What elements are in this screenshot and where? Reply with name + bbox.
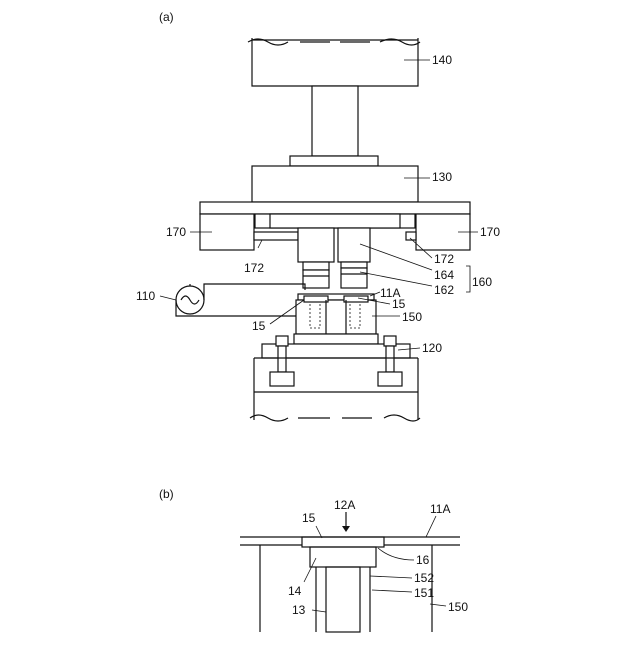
actuator-140: [248, 38, 420, 166]
label-162: 162: [434, 283, 454, 297]
label-120: 120: [422, 341, 442, 355]
label-15-right: 15: [392, 297, 406, 311]
label-b-15: 15: [302, 511, 316, 525]
label-15-left: 15: [252, 319, 266, 333]
label-164: 164: [434, 268, 454, 282]
label-b-14: 14: [288, 584, 302, 598]
label-b-13: 13: [292, 603, 306, 617]
label-b-152: 152: [414, 571, 434, 585]
ac-source-110: [176, 284, 305, 316]
caption-b: (b): [159, 487, 174, 501]
head-block-130: [252, 166, 418, 202]
label-b-12A: 12A: [334, 498, 355, 512]
label-130: 130: [432, 170, 452, 184]
label-110: 110: [136, 289, 155, 303]
arm-172: [254, 232, 416, 240]
label-160: 160: [472, 275, 492, 289]
tool-assembly-160: [298, 228, 370, 288]
label-b-16: 16: [416, 553, 430, 567]
label-170-right: 170: [480, 225, 500, 239]
label-140: 140: [432, 53, 452, 67]
label-150: 150: [402, 310, 422, 324]
label-b-11A: 11A: [430, 502, 450, 516]
workpiece-150: [294, 294, 378, 344]
label-172-right: 172: [434, 252, 454, 266]
label-b-150: 150: [448, 600, 468, 614]
caption-a: (a): [159, 10, 174, 24]
label-170-left: 170: [166, 225, 186, 239]
base-stage-120: [250, 336, 420, 421]
label-b-151: 151: [414, 586, 434, 600]
label-172-left: 172: [244, 261, 264, 275]
